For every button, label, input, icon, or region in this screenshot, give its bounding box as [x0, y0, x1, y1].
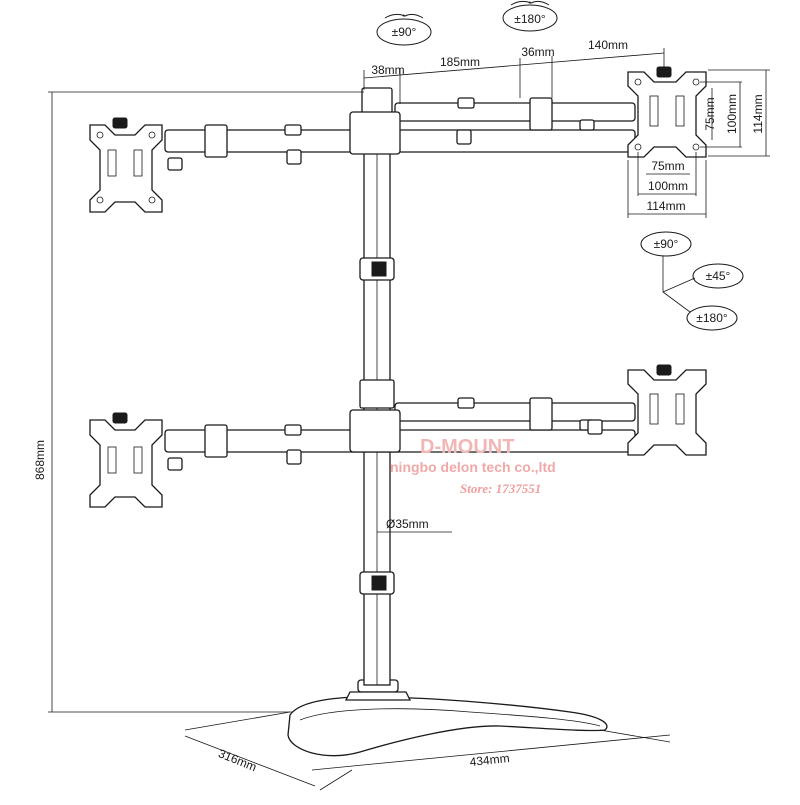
watermark-brand: D-MOUNT	[420, 436, 514, 458]
arm-seg-140-label: 140mm	[588, 38, 628, 52]
vesa-vertical-dimensions: 75mm 100mm 114mm	[700, 69, 770, 157]
vesa-plate-bottom-left	[89, 412, 163, 508]
tilt-swivel-callouts: ±90° ±45° ±180°	[640, 231, 744, 331]
arm-segment-dimensions: 38mm 185mm 36mm 140mm	[363, 38, 665, 104]
rotate-180-label: ±180°	[514, 12, 546, 26]
rotation-callout-180: ±180°	[502, 0, 558, 32]
height-868-label: 868mm	[33, 440, 47, 480]
watermark-store: Store: 1737551	[460, 481, 541, 496]
lower-arm-assembly	[164, 397, 636, 471]
pole-diameter-label: Ø35mm	[386, 517, 429, 531]
watermark-company: ningbo delon tech co.,ltd	[390, 459, 556, 475]
tilt-180-label: ±180°	[696, 311, 728, 325]
rotate-90-label: ±90°	[392, 25, 417, 39]
vesa-v-114-label: 114mm	[751, 94, 765, 133]
vesa-h-100-label: 100mm	[648, 179, 688, 193]
vesa-h-114-label: 114mm	[646, 199, 685, 213]
vesa-v-100-label: 100mm	[725, 94, 739, 134]
vesa-horizontal-dimensions: 75mm 100mm 114mm	[627, 152, 707, 218]
tilt-45-label: ±45°	[706, 269, 731, 283]
center-pole	[359, 87, 395, 686]
rotation-callout-90: ±90°	[376, 13, 432, 46]
base-316-label: 316mm	[216, 746, 258, 774]
arm-seg-38-label: 38mm	[371, 63, 404, 77]
vesa-plate-top-left	[89, 117, 163, 213]
vesa-h-75-label: 75mm	[651, 159, 684, 173]
vesa-v-75-label: 75mm	[703, 97, 717, 130]
upper-arm-assembly	[164, 97, 636, 171]
height-dimension: 868mm	[33, 91, 364, 713]
tilt-90-label: ±90°	[654, 237, 679, 251]
watermark: D-MOUNT ningbo delon tech co.,ltd Store:…	[390, 436, 556, 496]
vesa-plate-top-right	[627, 66, 707, 158]
arm-seg-36-label: 36mm	[521, 45, 554, 59]
stand-base	[287, 679, 608, 757]
vesa-plate-bottom-right	[627, 364, 707, 456]
pole-diameter-dimension: Ø35mm	[377, 517, 452, 533]
arm-seg-185-label: 185mm	[440, 55, 480, 69]
base-434-label: 434mm	[469, 751, 510, 769]
